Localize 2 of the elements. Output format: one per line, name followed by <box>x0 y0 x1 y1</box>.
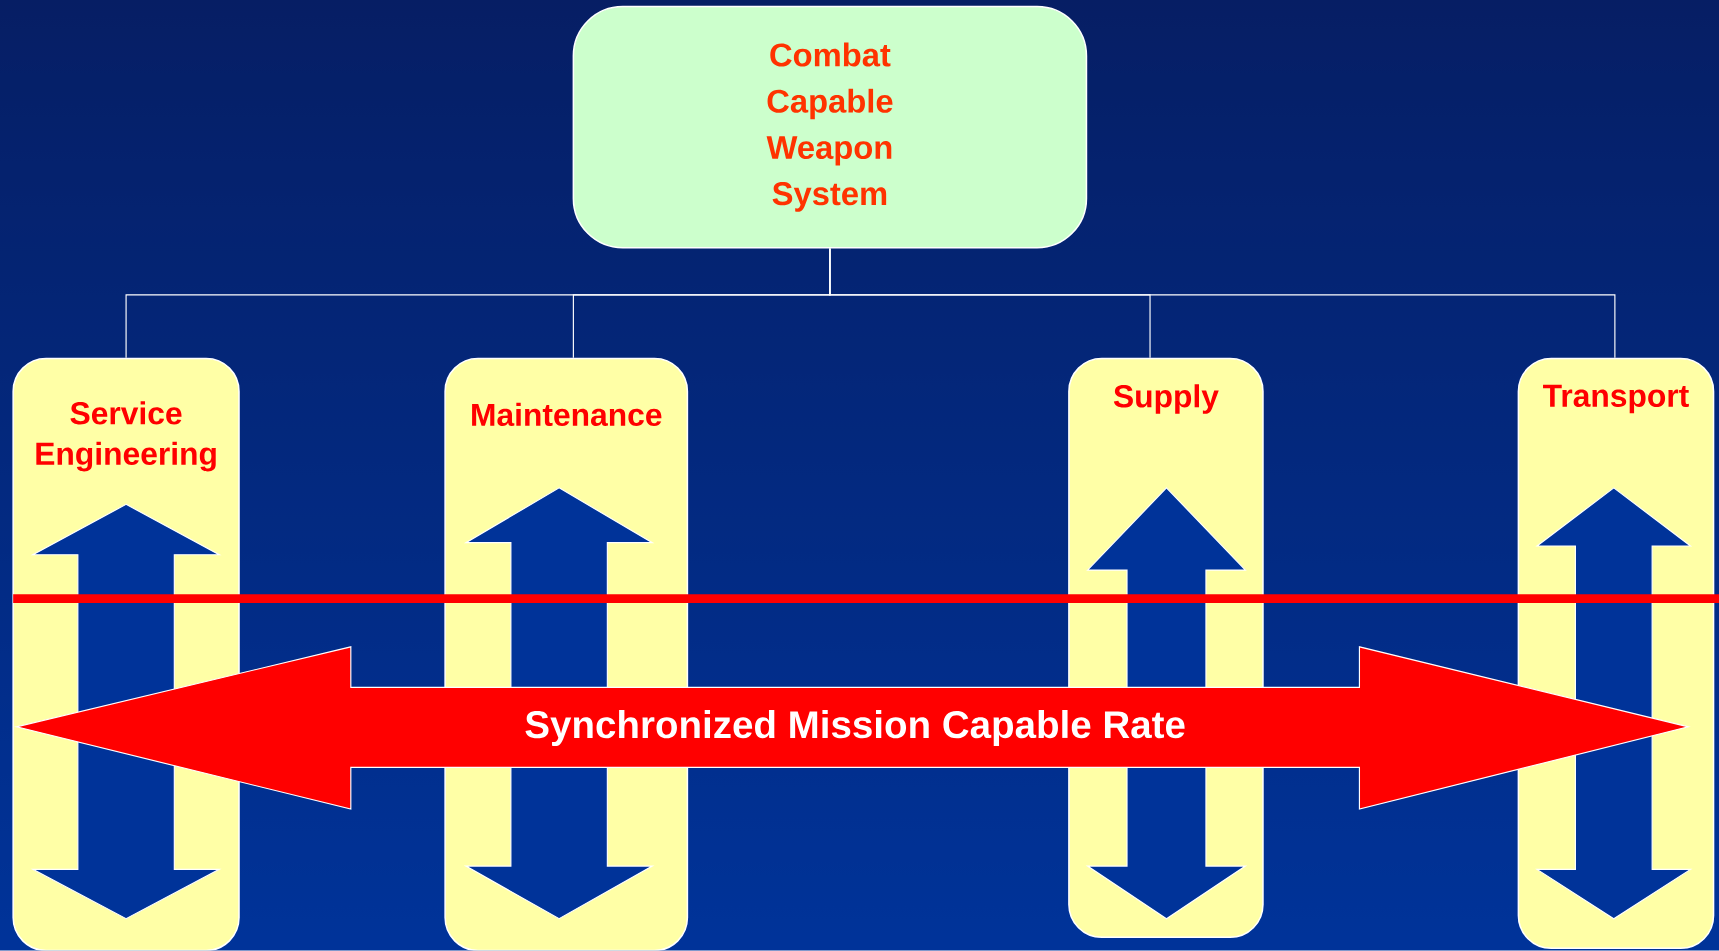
connector-line <box>829 248 1616 359</box>
title-box: Combat Capable Weapon System <box>572 6 1088 249</box>
